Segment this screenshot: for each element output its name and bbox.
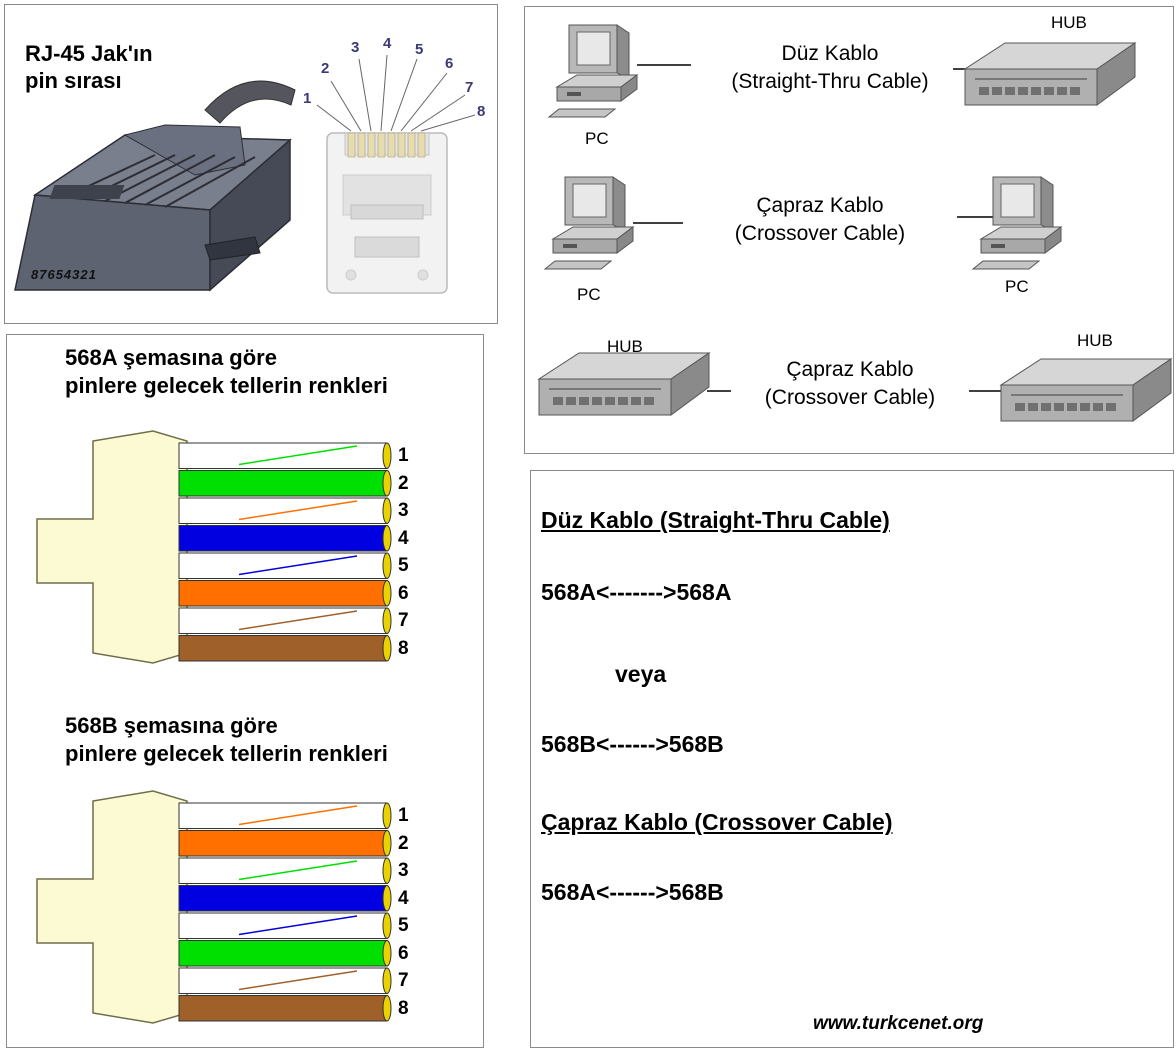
pin-number-label: 6 [398, 942, 409, 964]
wire-7 [178, 967, 392, 994]
rj45-title-line1: RJ-45 Jak'ın [25, 41, 153, 66]
hub-label: HUB [1077, 331, 1113, 350]
crossover-cable-heading: Çapraz Kablo (Crossover Cable) [541, 809, 893, 835]
wire-7 [178, 607, 392, 634]
pc-label: PC [577, 285, 601, 304]
crossover-cable-label-en: (Crossover Cable) [764, 386, 936, 409]
rj45-plug-illustration [14, 80, 296, 292]
wire-5 [178, 552, 392, 579]
crossover-cable-label-en: (Crossover Cable) [734, 222, 906, 245]
straight-cable-label: Düz Kablo [781, 42, 879, 65]
rj45-pin-number: 1 [303, 90, 312, 107]
straight-cable-heading: Düz Kablo (Straight-Thru Cable) [541, 507, 890, 533]
or-text: veya [615, 661, 667, 687]
wire-5 [178, 912, 392, 939]
pin-number-label: 4 [398, 887, 409, 909]
rj45-title-line2: pin sırası [25, 68, 122, 93]
crossover-cable-label: Çapraz Kablo [756, 194, 884, 217]
pin-number-label: 4 [398, 527, 409, 549]
wire-color-schemes-panel: 568A şemasına göre pinlere gelecek telle… [6, 334, 484, 1048]
wire-6 [178, 580, 392, 607]
hub-label: HUB [1051, 13, 1087, 32]
pin-number-label: 5 [398, 555, 409, 576]
rj45-pin-number: 2 [321, 60, 330, 77]
pc-label: PC [1005, 277, 1029, 296]
cable-topology-panel: PC HUB Düz Kablo (Straight-Thru Cable) P… [524, 6, 1174, 454]
pin-number-label: 7 [398, 970, 409, 991]
rj45-pin-number: 7 [465, 79, 474, 96]
rj45-pin-number: 5 [415, 41, 424, 58]
rj45-pin-number: 4 [383, 35, 392, 52]
scheme-568b-diagram [36, 790, 392, 1024]
scheme-568a-diagram [36, 430, 392, 664]
wire-4 [178, 885, 392, 912]
rj45-pin-number: 8 [477, 103, 486, 120]
rj45-pin-order-panel: RJ-45 Jak'ın pin sırası 87654321 [4, 4, 498, 324]
rj45-plug-numbers: 87654321 [31, 267, 97, 282]
straight-rule-568a: 568A<------->568A [541, 579, 732, 605]
pin-number-label: 3 [398, 500, 409, 521]
pin-number-label: 6 [398, 582, 409, 604]
pin-number-label: 7 [398, 610, 409, 631]
straight-cable-label-en: (Straight-Thru Cable) [731, 70, 929, 93]
connector-body [36, 790, 188, 1024]
wire-2 [178, 470, 392, 497]
rj45-pin-number: 6 [445, 55, 454, 72]
pc-label: PC [585, 129, 609, 148]
rj45-front-view-illustration [316, 54, 476, 294]
connector-body [36, 430, 188, 664]
hub-label: HUB [607, 337, 643, 356]
wire-8 [178, 635, 392, 662]
website-text: www.turkcenet.org [813, 1013, 984, 1034]
pin-number-label: 8 [398, 637, 409, 659]
wire-6 [178, 940, 392, 967]
pin-number-label: 5 [398, 915, 409, 936]
pin-number-label: 3 [398, 860, 409, 881]
pin-number-label: 2 [398, 472, 409, 494]
pin-number-label: 8 [398, 997, 409, 1019]
scheme-568a-title: 568A şemasına göre [65, 345, 277, 370]
wire-3 [178, 497, 392, 524]
wire-8 [178, 995, 392, 1022]
crossover-cable-label: Çapraz Kablo [786, 358, 914, 381]
pin-number-label: 2 [398, 832, 409, 854]
cable-rules-panel: Düz Kablo (Straight-Thru Cable) 568A<---… [530, 470, 1174, 1048]
pin-number-label: 1 [398, 805, 409, 826]
wire-2 [178, 830, 392, 857]
topology-devices [538, 24, 1172, 422]
wire-4 [178, 525, 392, 552]
rj45-pin-number: 3 [351, 39, 360, 56]
scheme-568b-subtitle: pinlere gelecek tellerin renkleri [65, 741, 388, 766]
crossover-rule: 568A<------>568B [541, 879, 724, 905]
wire-3 [178, 857, 392, 884]
straight-rule-568b: 568B<------>568B [541, 731, 724, 757]
wire-1 [178, 442, 392, 469]
pin-number-label: 1 [398, 445, 409, 466]
wire-1 [178, 802, 392, 829]
scheme-568b-title: 568B şemasına göre [65, 713, 278, 738]
scheme-568a-subtitle: pinlere gelecek tellerin renkleri [65, 373, 388, 398]
